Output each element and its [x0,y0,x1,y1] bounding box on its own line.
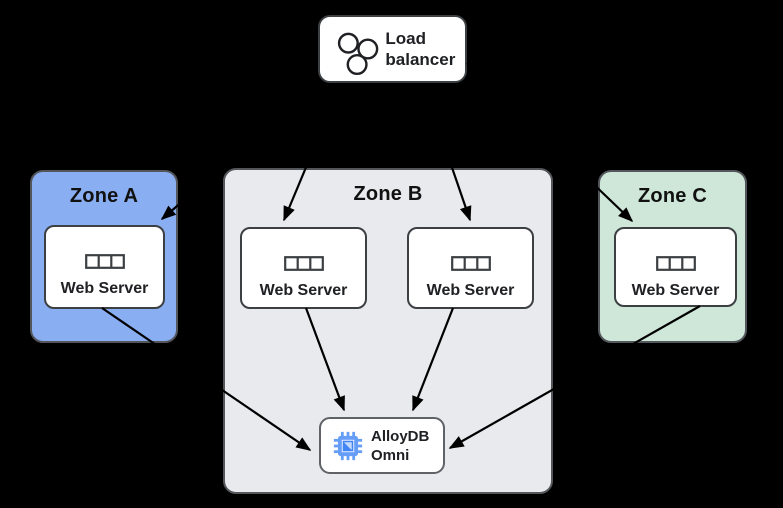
web-server-label: Web Server [259,282,348,299]
zone-c-label: Zone C [638,185,707,207]
load-balancer-node: Load balancer [318,15,467,83]
web-server-label: Web Server [631,282,720,299]
web-server-zone-b-2: Web Server [407,227,534,309]
alloydb-omni-node: AlloyDB Omni [319,417,445,474]
zone-b-label: Zone B [353,183,423,205]
server-rack-icon [84,254,125,269]
alloydb-chip-icon [333,431,363,460]
load-balancer-label: Load balancer [385,29,456,69]
zone-b: Zone B Web Server Web Server [223,168,553,494]
zone-c: Zone C Web Server [598,170,747,343]
load-balancer-circles-icon [337,32,379,76]
alloydb-omni-label: AlloyDB Omni [371,427,430,464]
web-server-label: Web Server [426,282,515,299]
server-rack-icon [450,256,491,271]
web-server-zone-c: Web Server [614,227,737,307]
server-rack-icon [655,256,696,271]
zone-a-label: Zone A [69,185,139,207]
zone-a: Zone A Web Server [30,170,178,343]
server-rack-icon [283,256,324,271]
web-server-zone-b-1: Web Server [240,227,367,309]
web-server-label: Web Server [60,280,149,297]
web-server-zone-a: Web Server [44,225,165,309]
